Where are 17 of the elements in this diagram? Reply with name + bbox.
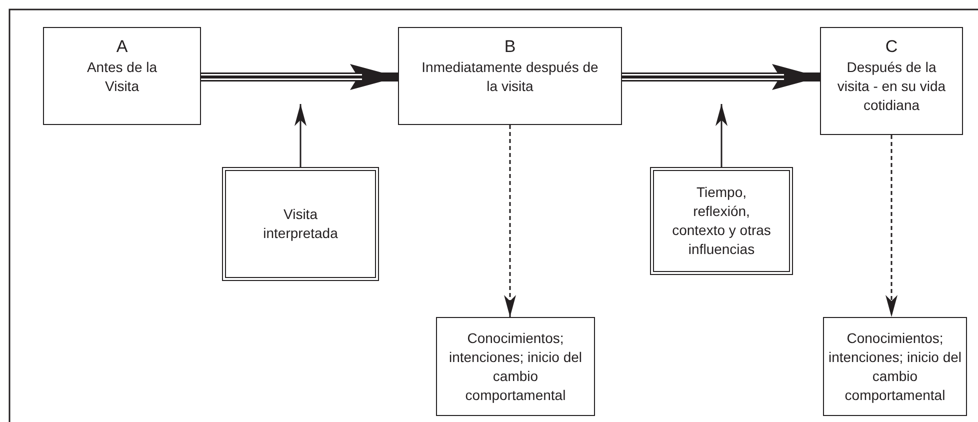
- outcome-box: [436, 317, 595, 416]
- stage-letter: B: [504, 36, 516, 58]
- box-text: Visita interpretada: [262, 205, 339, 243]
- box-text: Inmediatamente después de la visita: [420, 58, 600, 96]
- box-text: Conocimientos; intenciones; inicio del cambio comportamental: [827, 328, 963, 404]
- stage-box: [43, 27, 201, 125]
- box-text: Antes de la Visita: [86, 58, 158, 96]
- influence-box: [222, 167, 379, 281]
- stage-box: [398, 27, 622, 125]
- stage-box: [820, 27, 963, 135]
- outcome-box: [823, 317, 967, 416]
- influence-box: [650, 167, 793, 275]
- stage-letter: A: [116, 36, 128, 58]
- box-text: Tiempo, reflexión, contexto y otras influencias: [671, 183, 772, 259]
- stage-letter: C: [885, 36, 898, 58]
- box-text: Conocimientos; intenciones; inicio del cambio comportamental: [448, 328, 584, 404]
- box-text: Después de la visita - en su vida cotidiana: [836, 58, 947, 115]
